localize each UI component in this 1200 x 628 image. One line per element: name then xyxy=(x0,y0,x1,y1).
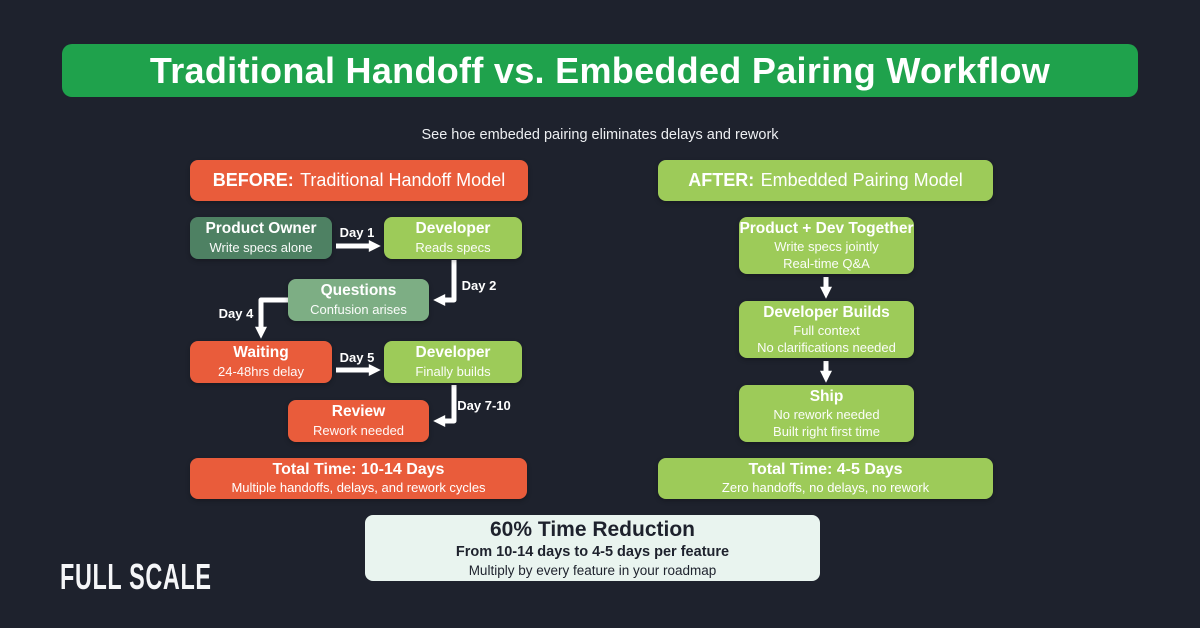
node-subtitle: Confusion arises xyxy=(310,301,407,317)
after-total-subtitle: Zero handoffs, no delays, no rework xyxy=(721,480,930,496)
summary-line1: From 10-14 days to 4-5 days per feature xyxy=(455,544,730,561)
before-column-header: BEFORE: Traditional Handoff Model xyxy=(190,160,528,201)
node-line: Real-time Q&A xyxy=(783,255,870,271)
day-label-4: Day 4 xyxy=(218,306,254,321)
node-line: No rework needed xyxy=(773,406,880,422)
after-total-title: Total Time: 4-5 Days xyxy=(748,461,903,479)
day-label-1: Day 1 xyxy=(339,225,375,240)
node-product-dev-together: Product + Dev Together Write specs joint… xyxy=(739,217,914,274)
node-line: Built right first time xyxy=(773,423,880,439)
summary-title: 60% Time Reduction xyxy=(490,518,695,542)
node-ship: Ship No rework needed Built right first … xyxy=(739,385,914,442)
node-title: Product + Dev Together xyxy=(739,219,914,237)
subtitle: See hoe embeded pairing eliminates delay… xyxy=(421,127,779,143)
before-total-title: Total Time: 10-14 Days xyxy=(272,461,445,479)
node-line: No clarifications needed xyxy=(757,339,896,355)
node-title: Product Owner xyxy=(205,220,317,238)
after-header-label: AFTER: xyxy=(688,170,755,190)
fullscale-logo: FULL SCALE xyxy=(60,556,212,597)
node-title: Developer xyxy=(415,220,491,238)
arrow-day2 xyxy=(433,260,457,306)
after-total-box: Total Time: 4-5 Days Zero handoffs, no d… xyxy=(658,458,993,499)
page-title: Traditional Handoff vs. Embedded Pairing… xyxy=(149,49,1051,91)
before-header-label: BEFORE: xyxy=(212,170,294,190)
node-subtitle: Reads specs xyxy=(415,239,491,255)
node-line: Write specs jointly xyxy=(774,238,879,254)
before-header-text: Traditional Handoff Model xyxy=(300,170,506,190)
node-subtitle: Rework needed xyxy=(312,422,405,438)
after-column-header: AFTER: Embedded Pairing Model xyxy=(658,160,993,201)
node-line: Full context xyxy=(793,322,860,338)
node-waiting: Waiting 24-48hrs delay xyxy=(190,341,332,383)
day-label-2: Day 2 xyxy=(461,278,497,293)
node-title: Developer Builds xyxy=(763,303,890,321)
node-developer-builds-after: Developer Builds Full context No clarifi… xyxy=(739,301,914,358)
node-subtitle: 24-48hrs delay xyxy=(218,363,304,379)
node-developer-builds: Developer Finally builds xyxy=(384,341,522,383)
node-title: Questions xyxy=(320,282,397,300)
arrow-day4 xyxy=(255,297,288,339)
title-banner: Traditional Handoff vs. Embedded Pairing… xyxy=(62,44,1138,97)
node-developer-reads: Developer Reads specs xyxy=(384,217,522,259)
summary-line2: Multiply by every feature in your roadma… xyxy=(468,563,717,579)
node-subtitle: Write specs alone xyxy=(209,239,313,255)
node-subtitle: Finally builds xyxy=(415,363,491,379)
node-product-owner: Product Owner Write specs alone xyxy=(190,217,332,259)
node-questions: Questions Confusion arises xyxy=(288,279,429,321)
before-total-subtitle: Multiple handoffs, delays, and rework cy… xyxy=(231,480,486,496)
before-total-box: Total Time: 10-14 Days Multiple handoffs… xyxy=(190,458,527,499)
node-title: Review xyxy=(331,403,386,421)
day-label-5: Day 5 xyxy=(339,350,375,365)
after-header-text: Embedded Pairing Model xyxy=(760,170,963,190)
summary-callout: 60% Time Reduction From 10-14 days to 4-… xyxy=(365,515,820,581)
node-review: Review Rework needed xyxy=(288,400,429,442)
node-title: Ship xyxy=(809,387,844,405)
day-label-7-10: Day 7-10 xyxy=(457,398,511,413)
node-title: Developer xyxy=(415,344,491,362)
node-title: Waiting xyxy=(233,344,289,362)
arrow-day7-10 xyxy=(433,385,457,427)
